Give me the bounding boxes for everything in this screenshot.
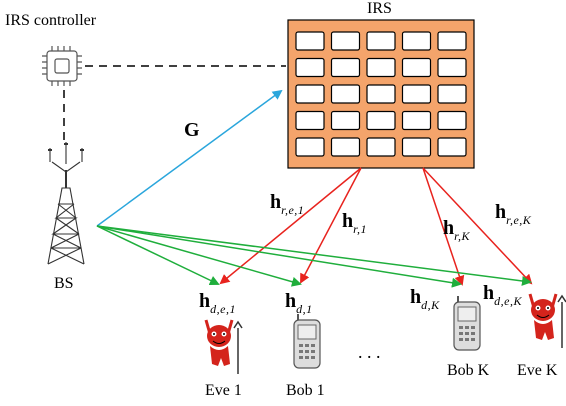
bob-1-label: Bob 1	[286, 382, 325, 399]
irs-element	[295, 31, 325, 51]
irs-element	[437, 57, 467, 78]
channel-G-label: G	[184, 119, 200, 141]
irs-label: IRS	[367, 0, 392, 17]
irs-panel	[287, 19, 475, 169]
bs-label: BS	[54, 275, 74, 292]
bs-to-users-arrows	[96, 225, 532, 288]
irs-element	[330, 57, 361, 78]
irs-element	[366, 31, 396, 51]
bob-K-phone-icon	[453, 296, 481, 351]
arrow-h-d-K	[96, 225, 462, 288]
irs-element	[295, 57, 325, 78]
irs-element	[295, 137, 325, 157]
arrow-h-r-1	[300, 167, 362, 284]
irs-element	[295, 84, 325, 104]
channel-h-r-1-label: hr,1	[342, 210, 367, 236]
channel-h-r-K-label: hr,K	[443, 217, 470, 243]
users-ellipsis: . . .	[358, 342, 381, 362]
channel-h-d-1-label: hd,1	[285, 290, 313, 316]
channel-h-r-e-1-label: hr,e,1	[270, 191, 305, 217]
irs-element	[437, 110, 467, 131]
irs-element	[437, 137, 467, 157]
irs-to-users-arrows	[219, 167, 533, 286]
irs-element	[330, 31, 361, 51]
irs-element	[401, 110, 432, 131]
arrow-h-d-1	[96, 225, 302, 287]
irs-element	[366, 57, 396, 78]
irs-element	[401, 31, 432, 51]
arrow-h-r-e-1	[219, 167, 362, 285]
irs-element	[295, 110, 325, 131]
bs-tower-icon	[47, 142, 85, 265]
eve-1-devil-icon	[204, 319, 243, 374]
bob-K-label: Bob K	[447, 362, 490, 379]
channel-h-d-K-label: hd,K	[410, 286, 440, 312]
irs-element	[437, 31, 467, 51]
eve-K-devil-icon	[528, 293, 566, 348]
irs-element	[366, 110, 396, 131]
eve-1-label: Eve 1	[205, 382, 242, 399]
irs-element	[366, 84, 396, 104]
irs-element	[437, 84, 467, 104]
irs-element	[401, 57, 432, 78]
irs-element	[330, 110, 361, 131]
eve-K-label: Eve K	[517, 362, 558, 379]
irs-element	[366, 137, 396, 157]
channel-G-arrow	[96, 89, 283, 227]
controller-chip-icon	[42, 46, 82, 86]
arrow-h-d-e-1	[96, 225, 220, 286]
irs-controller-label: IRS controller	[5, 12, 97, 29]
bob-1-phone-icon	[293, 314, 321, 369]
irs-element	[401, 84, 432, 104]
channel-h-d-e-1-label: hd,e,1	[199, 290, 236, 316]
arrow-h-r-K	[422, 167, 465, 286]
channel-h-d-e-K-label: hd,e,K	[483, 282, 522, 308]
arrow-h-r-e-K	[422, 167, 533, 285]
irs-element	[330, 137, 361, 157]
arrow-h-d-e-K	[96, 225, 532, 286]
channel-h-r-e-K-label: hr,e,K	[495, 201, 532, 227]
irs-element	[401, 137, 432, 157]
irs-element	[330, 84, 361, 104]
